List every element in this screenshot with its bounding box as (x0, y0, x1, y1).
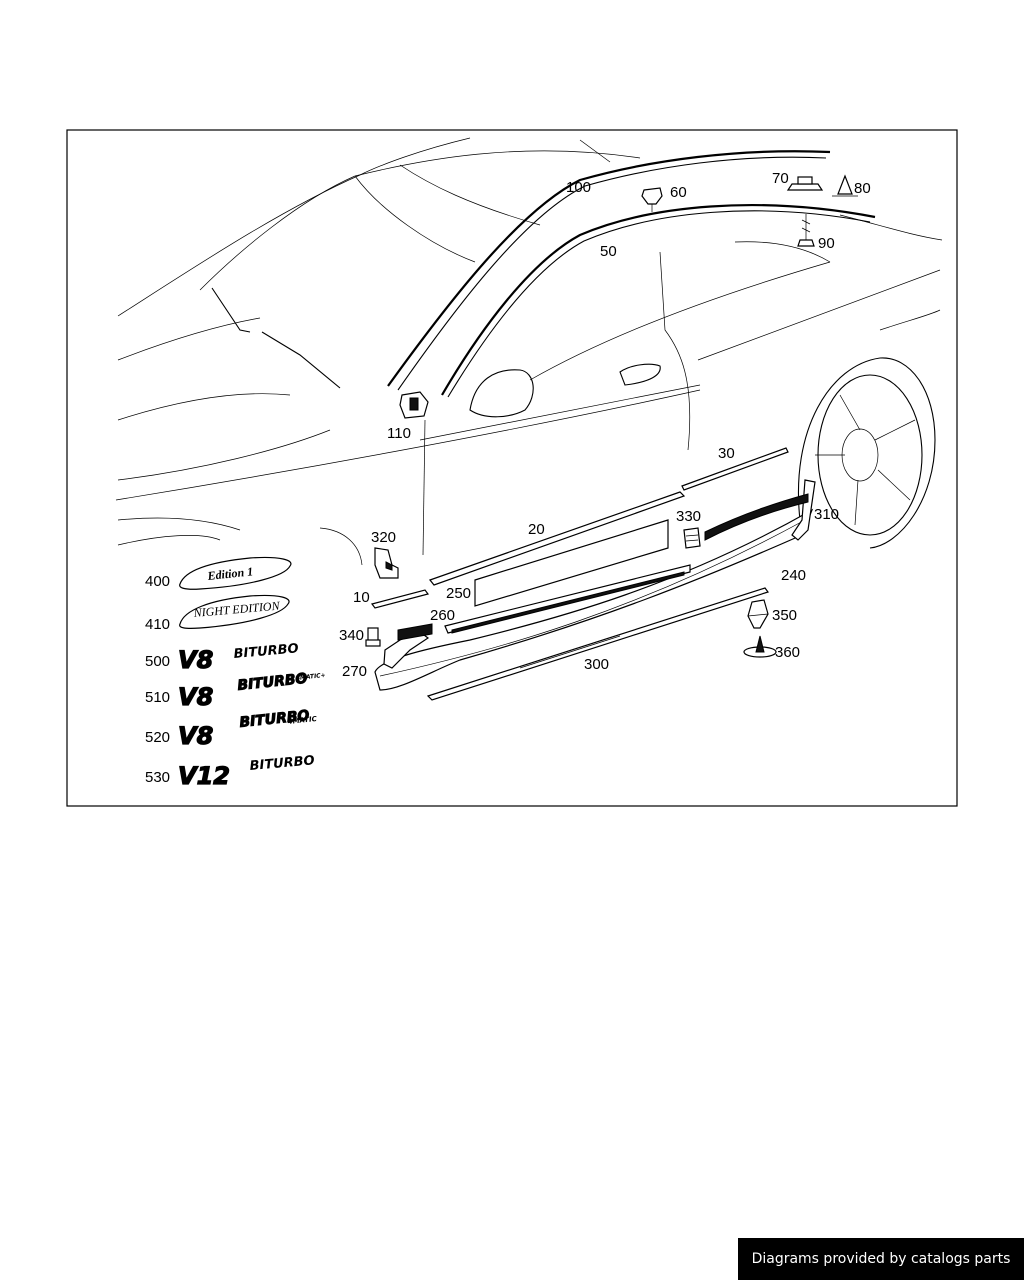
callout-110: 110 (387, 425, 411, 442)
callout-70: 70 (772, 170, 789, 187)
night-edition-badge (179, 594, 290, 629)
callout-400: 400 (145, 573, 170, 590)
callout-320: 320 (371, 529, 396, 546)
callout-90: 90 (818, 235, 835, 252)
callout-260: 260 (430, 607, 455, 624)
footer-credit: Diagrams provided by catalogs parts (738, 1238, 1024, 1280)
diagram-frame (66, 129, 958, 807)
callout-100: 100 (566, 179, 591, 196)
callout-300: 300 (584, 656, 609, 673)
callout-520: 520 (145, 729, 170, 746)
v8-biturbo-4matic-plus-v8: V8 (178, 683, 213, 711)
v12-biturbo-badge-v12: V12 (178, 762, 230, 790)
edition1-badge-text: Edition 1 (206, 564, 254, 583)
roof-trim-parts (387, 150, 876, 419)
callout-10: 10 (353, 589, 370, 606)
callout-labels: 10 20 30 50 60 70 80 90 100 110 240 250 … (145, 170, 871, 786)
car-outline (115, 137, 943, 566)
badge-emblems: Edition 1 NIGHT EDITION V8 BITURBO V8 BI… (177, 556, 326, 791)
v8-biturbo-4matic-matic: 4MATIC (287, 715, 318, 726)
callout-80: 80 (854, 180, 871, 197)
callout-500: 500 (145, 653, 170, 670)
v8-biturbo-badge-text: BITURBO (233, 641, 299, 662)
v8-biturbo-badge-v8: V8 (178, 646, 213, 674)
callout-530: 530 (145, 769, 170, 786)
callout-310: 310 (814, 506, 839, 523)
callout-240: 240 (781, 567, 806, 584)
callout-330: 330 (676, 508, 701, 525)
callout-410: 410 (145, 616, 170, 633)
v8-biturbo-4matic-plus-matic: 4MATIC+ (295, 672, 326, 682)
callout-350: 350 (772, 607, 797, 624)
callout-30: 30 (718, 445, 735, 462)
v12-biturbo-badge-text: BITURBO (249, 753, 315, 774)
callout-50: 50 (600, 243, 617, 260)
edition1-badge (179, 556, 292, 590)
callout-20: 20 (528, 521, 545, 538)
callout-360: 360 (775, 644, 800, 661)
v8-biturbo-4matic-v8: V8 (178, 722, 213, 750)
callout-60: 60 (670, 184, 687, 201)
callout-270: 270 (342, 663, 367, 680)
callout-340: 340 (339, 627, 364, 644)
callout-510: 510 (145, 689, 170, 706)
callout-250: 250 (446, 585, 471, 602)
side-sill-parts (365, 447, 816, 701)
